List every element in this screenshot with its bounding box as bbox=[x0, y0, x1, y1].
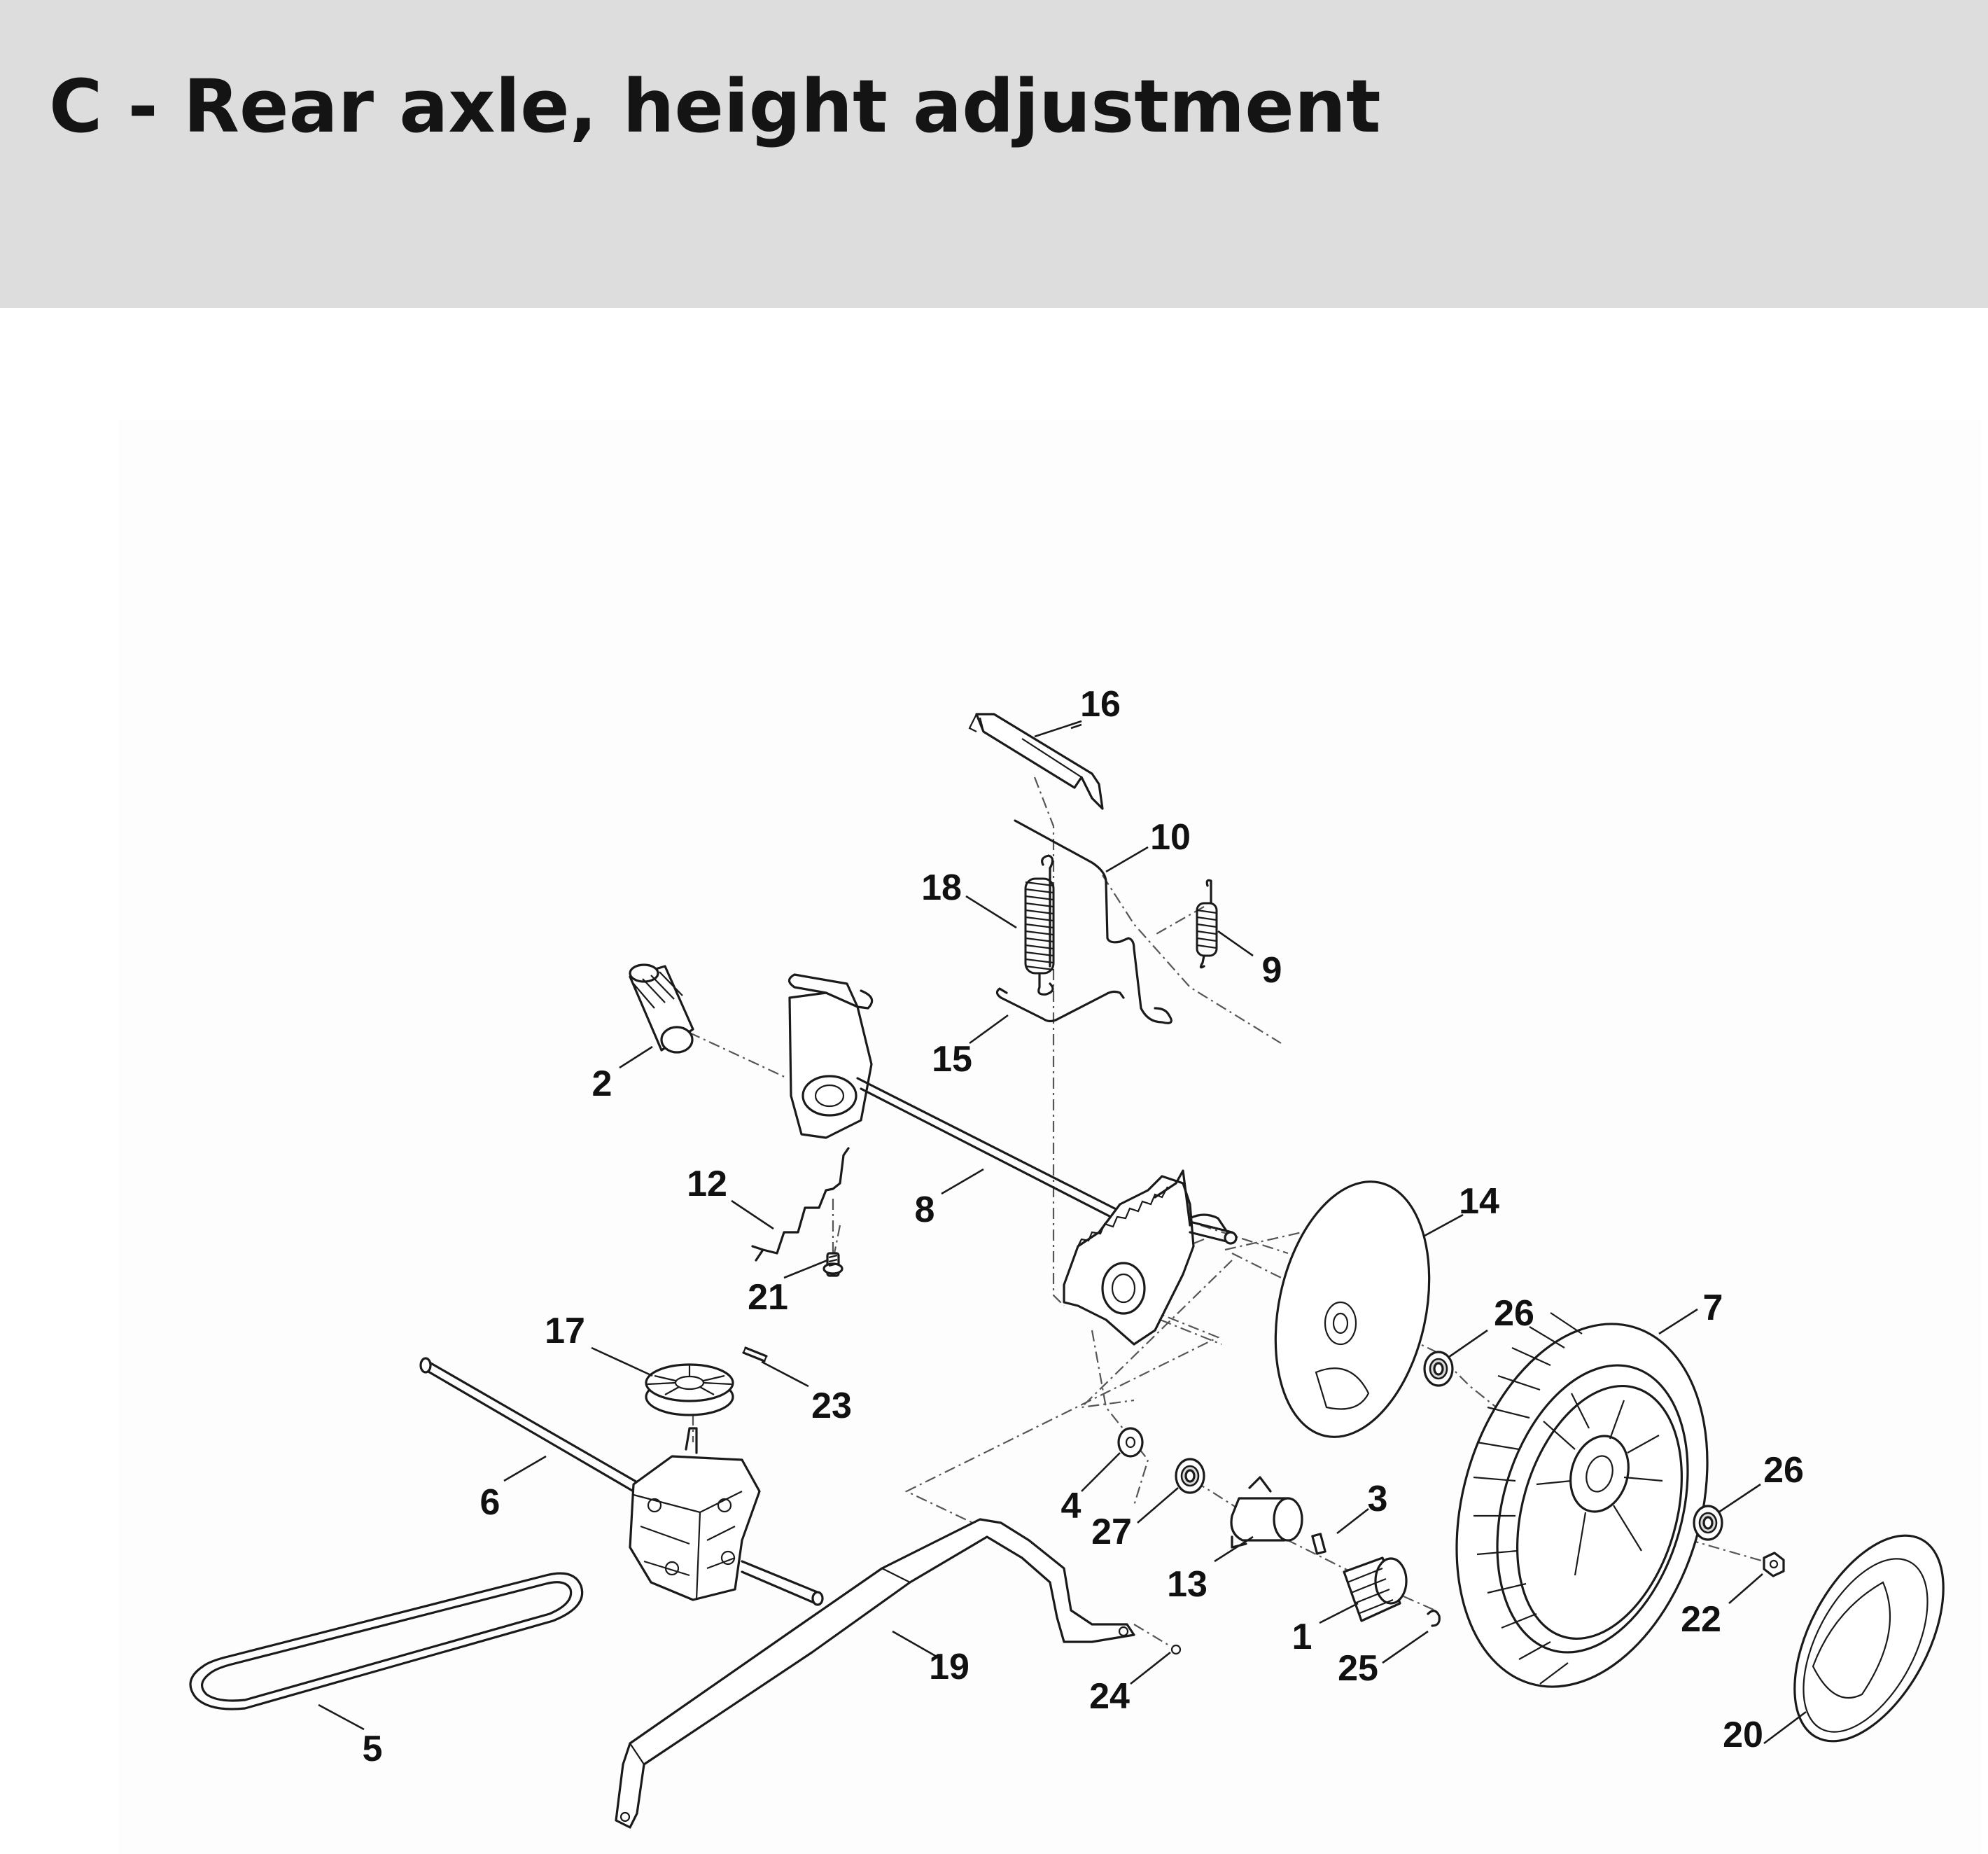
part-25-circlip bbox=[1427, 1610, 1441, 1627]
callout-21: 21 bbox=[748, 1277, 788, 1318]
callout-19: 19 bbox=[929, 1647, 969, 1687]
part-15-rod bbox=[995, 987, 1125, 1023]
callout-6: 6 bbox=[480, 1482, 500, 1523]
part-27-bearing bbox=[1175, 1458, 1205, 1494]
part-21-screw bbox=[822, 1252, 844, 1277]
part-19-lever bbox=[615, 1518, 1135, 1829]
callout-25: 25 bbox=[1338, 1648, 1378, 1689]
part-18-spring bbox=[1024, 854, 1055, 996]
callout-15: 15 bbox=[932, 1039, 972, 1080]
callout-4: 4 bbox=[1061, 1486, 1082, 1526]
callout-13: 13 bbox=[1167, 1564, 1208, 1605]
part-4-washer bbox=[1117, 1427, 1144, 1458]
part-26-bearing-upper bbox=[1423, 1351, 1454, 1387]
part-1-pinion bbox=[1343, 1556, 1408, 1622]
leader-lines bbox=[318, 720, 1807, 1745]
callout-24: 24 bbox=[1089, 1676, 1130, 1717]
part-20-hubcap bbox=[1793, 1534, 1945, 1743]
callout-22: 22 bbox=[1681, 1599, 1721, 1640]
part-9-spring bbox=[1196, 879, 1218, 969]
callout-23: 23 bbox=[811, 1386, 852, 1426]
callout-17: 17 bbox=[545, 1311, 585, 1351]
callout-5: 5 bbox=[363, 1729, 383, 1769]
part-16-bracket bbox=[968, 713, 1104, 810]
callout-14: 14 bbox=[1459, 1181, 1499, 1222]
part-8-axle-assembly bbox=[788, 973, 1238, 1346]
part-12-spring-wire bbox=[751, 1147, 850, 1262]
assembly-lines bbox=[689, 776, 1765, 1646]
callout-labels: 16 10 18 9 15 2 12 8 21 14 17 23 26 7 6 … bbox=[363, 684, 1804, 1769]
part-26-bearing-lower bbox=[1693, 1505, 1723, 1541]
part-5-belt bbox=[189, 1572, 584, 1710]
part-10-wire-rod bbox=[1014, 819, 1172, 1024]
callout-26-upper: 26 bbox=[1494, 1293, 1534, 1334]
callout-16: 16 bbox=[1080, 684, 1121, 725]
callout-12: 12 bbox=[687, 1164, 727, 1204]
callout-18: 18 bbox=[921, 867, 962, 908]
callout-10: 10 bbox=[1150, 817, 1191, 858]
callout-20: 20 bbox=[1723, 1715, 1763, 1755]
part-23-pin bbox=[742, 1346, 768, 1362]
callout-27: 27 bbox=[1091, 1512, 1132, 1552]
callout-1: 1 bbox=[1292, 1617, 1312, 1657]
callout-26-lower: 26 bbox=[1763, 1450, 1804, 1491]
title-banner: C - Rear axle, height adjustment bbox=[0, 0, 1988, 308]
part-6-drive-shaft-gearbox bbox=[419, 1357, 824, 1606]
part-24-clip bbox=[1170, 1644, 1182, 1655]
part-17-pulley bbox=[645, 1363, 734, 1416]
callout-3: 3 bbox=[1368, 1479, 1388, 1519]
callout-7: 7 bbox=[1703, 1288, 1723, 1328]
page-title: C - Rear axle, height adjustment bbox=[49, 64, 1381, 149]
callout-2: 2 bbox=[592, 1064, 612, 1104]
part-14-disc bbox=[1274, 1180, 1431, 1438]
part-2-pinion bbox=[629, 963, 694, 1054]
callout-9: 9 bbox=[1262, 950, 1282, 991]
part-13-sleeve bbox=[1230, 1476, 1303, 1549]
part-3-key bbox=[1311, 1533, 1326, 1555]
part-7-wheel bbox=[1455, 1312, 1709, 1688]
callout-8: 8 bbox=[915, 1190, 935, 1230]
part-22-nut bbox=[1763, 1552, 1785, 1577]
